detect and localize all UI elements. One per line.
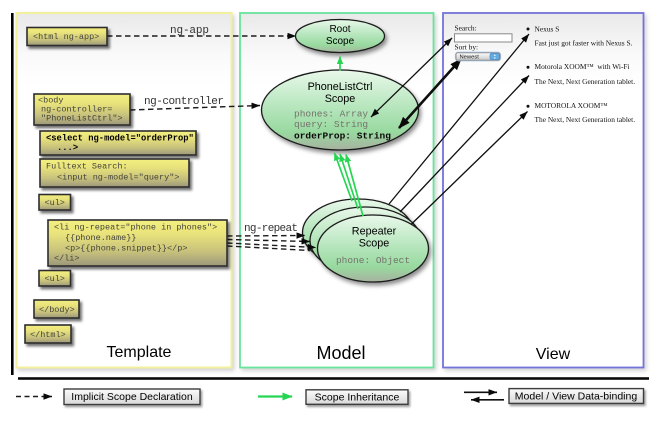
svg-text:<html ng-app>: <html ng-app> xyxy=(33,32,99,42)
svg-text:Fulltext Search:: Fulltext Search: xyxy=(46,162,128,172)
svg-text:ng-controller: ng-controller xyxy=(144,96,224,108)
svg-text:Scope: Scope xyxy=(326,36,355,47)
svg-text:</html>: </html> xyxy=(30,330,66,340)
svg-text:<input ng-model="query">: <input ng-model="query"> xyxy=(57,173,179,183)
svg-text:Template: Template xyxy=(107,344,172,361)
svg-text:ng-app: ng-app xyxy=(170,25,209,37)
svg-text:phones: Array: phones: Array xyxy=(294,109,368,120)
svg-text:<select ng-model="orderProp": <select ng-model="orderProp" xyxy=(46,134,194,144)
svg-text:<p>{{phone.snippet}}</p>: <p>{{phone.snippet}}</p> xyxy=(65,244,187,254)
svg-text:</li>: </li> xyxy=(54,254,80,264)
svg-text:phone: Object: phone: Object xyxy=(336,255,410,266)
svg-text:Scope: Scope xyxy=(325,93,356,105)
svg-text:"PhoneListCtrl">: "PhoneListCtrl"> xyxy=(41,114,123,124)
svg-text:<li ng-repeat="phone in phones: <li ng-repeat="phone in phones"> xyxy=(54,223,217,233)
svg-text:PhoneListCtrl: PhoneListCtrl xyxy=(308,81,373,93)
svg-text:The Next, Next Generation tabl: The Next, Next Generation tablet. xyxy=(535,77,636,86)
svg-text:Motorola XOOM™ with Wi-Fi: Motorola XOOM™ with Wi-Fi xyxy=(535,62,630,71)
svg-text:MOTOROLA XOOM™: MOTOROLA XOOM™ xyxy=(535,101,608,110)
svg-text:Scope: Scope xyxy=(359,238,390,250)
svg-text:Fast just got faster with Nexu: Fast just got faster with Nexus S. xyxy=(535,39,633,48)
svg-text:<body: <body xyxy=(38,96,64,106)
svg-text:Repeater: Repeater xyxy=(352,226,397,238)
svg-text:<ul>: <ul> xyxy=(45,198,65,208)
svg-text:Newest: Newest xyxy=(460,54,480,60)
svg-text:Implicit Scope Declaration: Implicit Scope Declaration xyxy=(71,391,193,403)
svg-text:{{phone.name}}: {{phone.name}} xyxy=(65,233,136,243)
svg-text:View: View xyxy=(536,346,571,363)
svg-text:Model: Model xyxy=(316,343,365,363)
svg-text:orderProp: String: orderProp: String xyxy=(294,131,391,142)
svg-text:ng-controller=: ng-controller= xyxy=(41,105,112,115)
svg-text:The Next, Next Generation tabl: The Next, Next Generation tablet. xyxy=(535,115,636,124)
svg-text:...>: ...> xyxy=(57,143,78,153)
svg-text:Nexus S: Nexus S xyxy=(535,25,560,34)
svg-text:Root: Root xyxy=(329,24,350,35)
svg-text:query: String: query: String xyxy=(294,119,368,130)
svg-text:</body>: </body> xyxy=(39,305,75,315)
svg-text:Search:: Search: xyxy=(455,23,477,32)
svg-text:ng-repeat: ng-repeat xyxy=(244,223,298,235)
svg-text:<ul>: <ul> xyxy=(45,274,65,284)
svg-text:Scope Inheritance: Scope Inheritance xyxy=(315,391,400,403)
svg-text:Sort by:: Sort by: xyxy=(455,42,479,51)
svg-text:Model / View Data-binding: Model / View Data-binding xyxy=(515,390,638,402)
